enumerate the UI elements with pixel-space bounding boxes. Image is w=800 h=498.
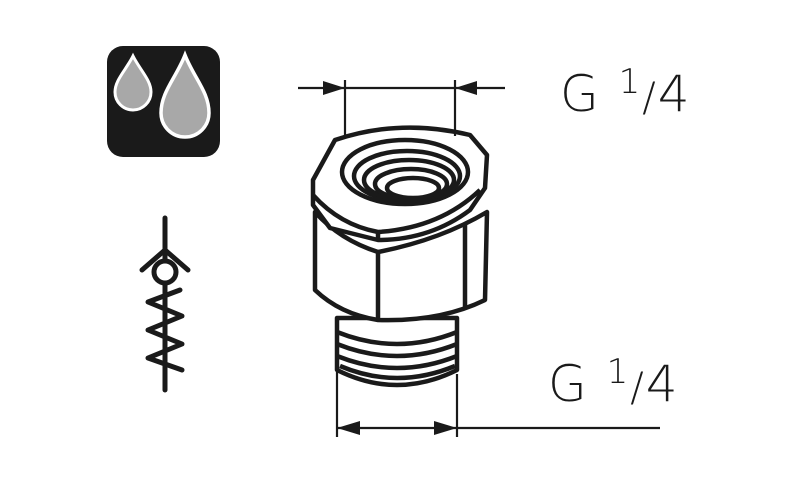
bottom-dimension-line: [335, 372, 660, 437]
top-dimension-line: [298, 80, 505, 136]
fraction-denominator: 4: [645, 355, 680, 413]
fraction-slash: /: [642, 75, 658, 121]
check-valve-spring-icon: [139, 215, 191, 393]
thread-letter: G: [548, 355, 589, 413]
fraction-numerator: 1: [618, 62, 643, 102]
fraction-numerator: 1: [606, 352, 631, 392]
fraction-denominator: 4: [657, 65, 692, 123]
water-drops-icon: [107, 46, 220, 157]
bottom-thread-size-label: G 1/4: [548, 352, 680, 413]
adapter-fitting: [310, 125, 490, 388]
top-thread-size-label: G 1/4: [560, 62, 692, 123]
fraction-slash: /: [630, 365, 646, 411]
thread-letter: G: [560, 65, 601, 123]
